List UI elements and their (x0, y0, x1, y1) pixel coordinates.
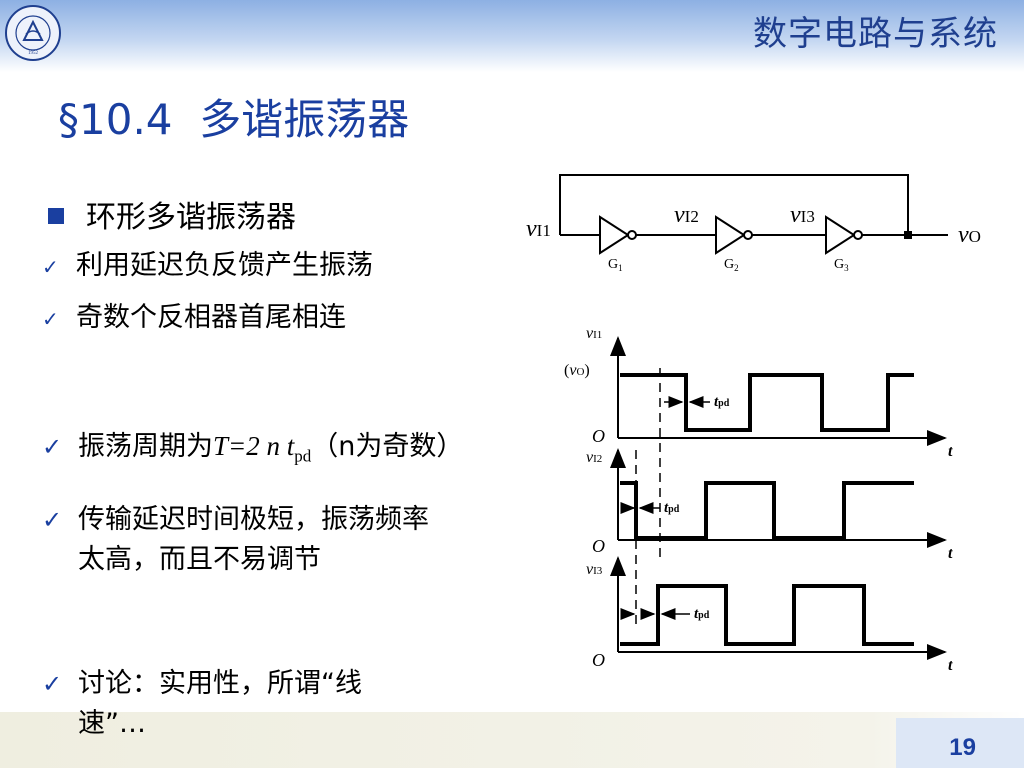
discuss-item: ✓ 讨论：实用性，所谓“线速”… (42, 664, 362, 744)
check-item-text: 奇数个反相器首尾相连 (76, 302, 346, 333)
check-icon: ✓ (42, 506, 63, 534)
check-item-text: 利用延迟负反馈产生振荡 (76, 250, 373, 281)
main-bullet: 环形多谐振荡器 (48, 192, 296, 236)
gate-label-3: G3 (834, 257, 849, 273)
gate-label-1: G1 (608, 257, 623, 273)
ring-oscillator-circuit: vI1 vI2 vI3 vO G1 G2 G3 (526, 174, 981, 273)
circuit-mid-label-2: vI3 (790, 202, 815, 228)
delay-label: tpd (694, 606, 710, 622)
check-item-1: ✓ 利用延迟负反馈产生振荡 (42, 248, 373, 285)
slide-footer-band (0, 712, 1024, 768)
delay-line-1: 传输延迟时间极短，振荡频率 (78, 504, 429, 535)
check-icon: ✓ (42, 433, 63, 461)
circuit-output-label: vO (958, 222, 981, 248)
check-icon: ✓ (42, 255, 59, 279)
time-axis-label: t (948, 443, 953, 460)
main-bullet-text: 环形多谐振荡器 (86, 200, 296, 235)
discuss-line-2: 速”… (78, 708, 146, 739)
page-number: 19 (949, 734, 976, 761)
page-number-box (896, 718, 1024, 768)
square-bullet-icon (48, 207, 64, 224)
trace-label-2: vI2 (586, 449, 602, 466)
university-seal-logo: 1952 (5, 5, 61, 61)
period-suffix: （n为奇数） (311, 431, 464, 462)
delay-line-2: 太高，而且不易调节 (78, 544, 321, 575)
period-item: ✓ 振荡周期为T=2 n tpd（n为奇数） (42, 428, 463, 474)
check-icon: ✓ (42, 670, 63, 698)
time-axis-label: t (948, 657, 953, 674)
course-title: 数字电路与系统 (753, 14, 998, 54)
circuit-mid-label-1: vI2 (674, 202, 699, 228)
origin-label: O (592, 650, 605, 670)
time-axis-label: t (948, 545, 953, 562)
trace-label-3: vI3 (586, 561, 603, 578)
origin-label: O (592, 536, 605, 556)
delay-item: ✓ 传输延迟时间极短，振荡频率太高，而且不易调节 (42, 500, 429, 580)
slide-title: §10.4 多谐振荡器 (58, 95, 410, 144)
circuit-input-label: vI1 (526, 216, 551, 242)
delay-label: tpd (714, 394, 730, 410)
discuss-line-1: 讨论：实用性，所谓“线 (78, 668, 362, 699)
slide-header-band (0, 0, 1024, 72)
trace-alt-label: (vO) (564, 362, 590, 379)
timing-diagram: vI1 (vO) O t tpd vI2 O t tpd vI3 O t tpd (564, 325, 953, 674)
gate-label-2: G2 (724, 257, 739, 273)
check-item-2: ✓ 奇数个反相器首尾相连 (42, 300, 346, 337)
period-prefix: 振荡周期为 (78, 431, 213, 462)
delay-label: tpd (664, 500, 680, 516)
origin-label: O (592, 426, 605, 446)
svg-text:1952: 1952 (28, 51, 39, 56)
period-subscript: pd (294, 446, 312, 466)
check-icon: ✓ (42, 307, 59, 331)
period-formula: T=2 n t (213, 431, 295, 461)
trace-label-1: vI1 (586, 325, 602, 342)
